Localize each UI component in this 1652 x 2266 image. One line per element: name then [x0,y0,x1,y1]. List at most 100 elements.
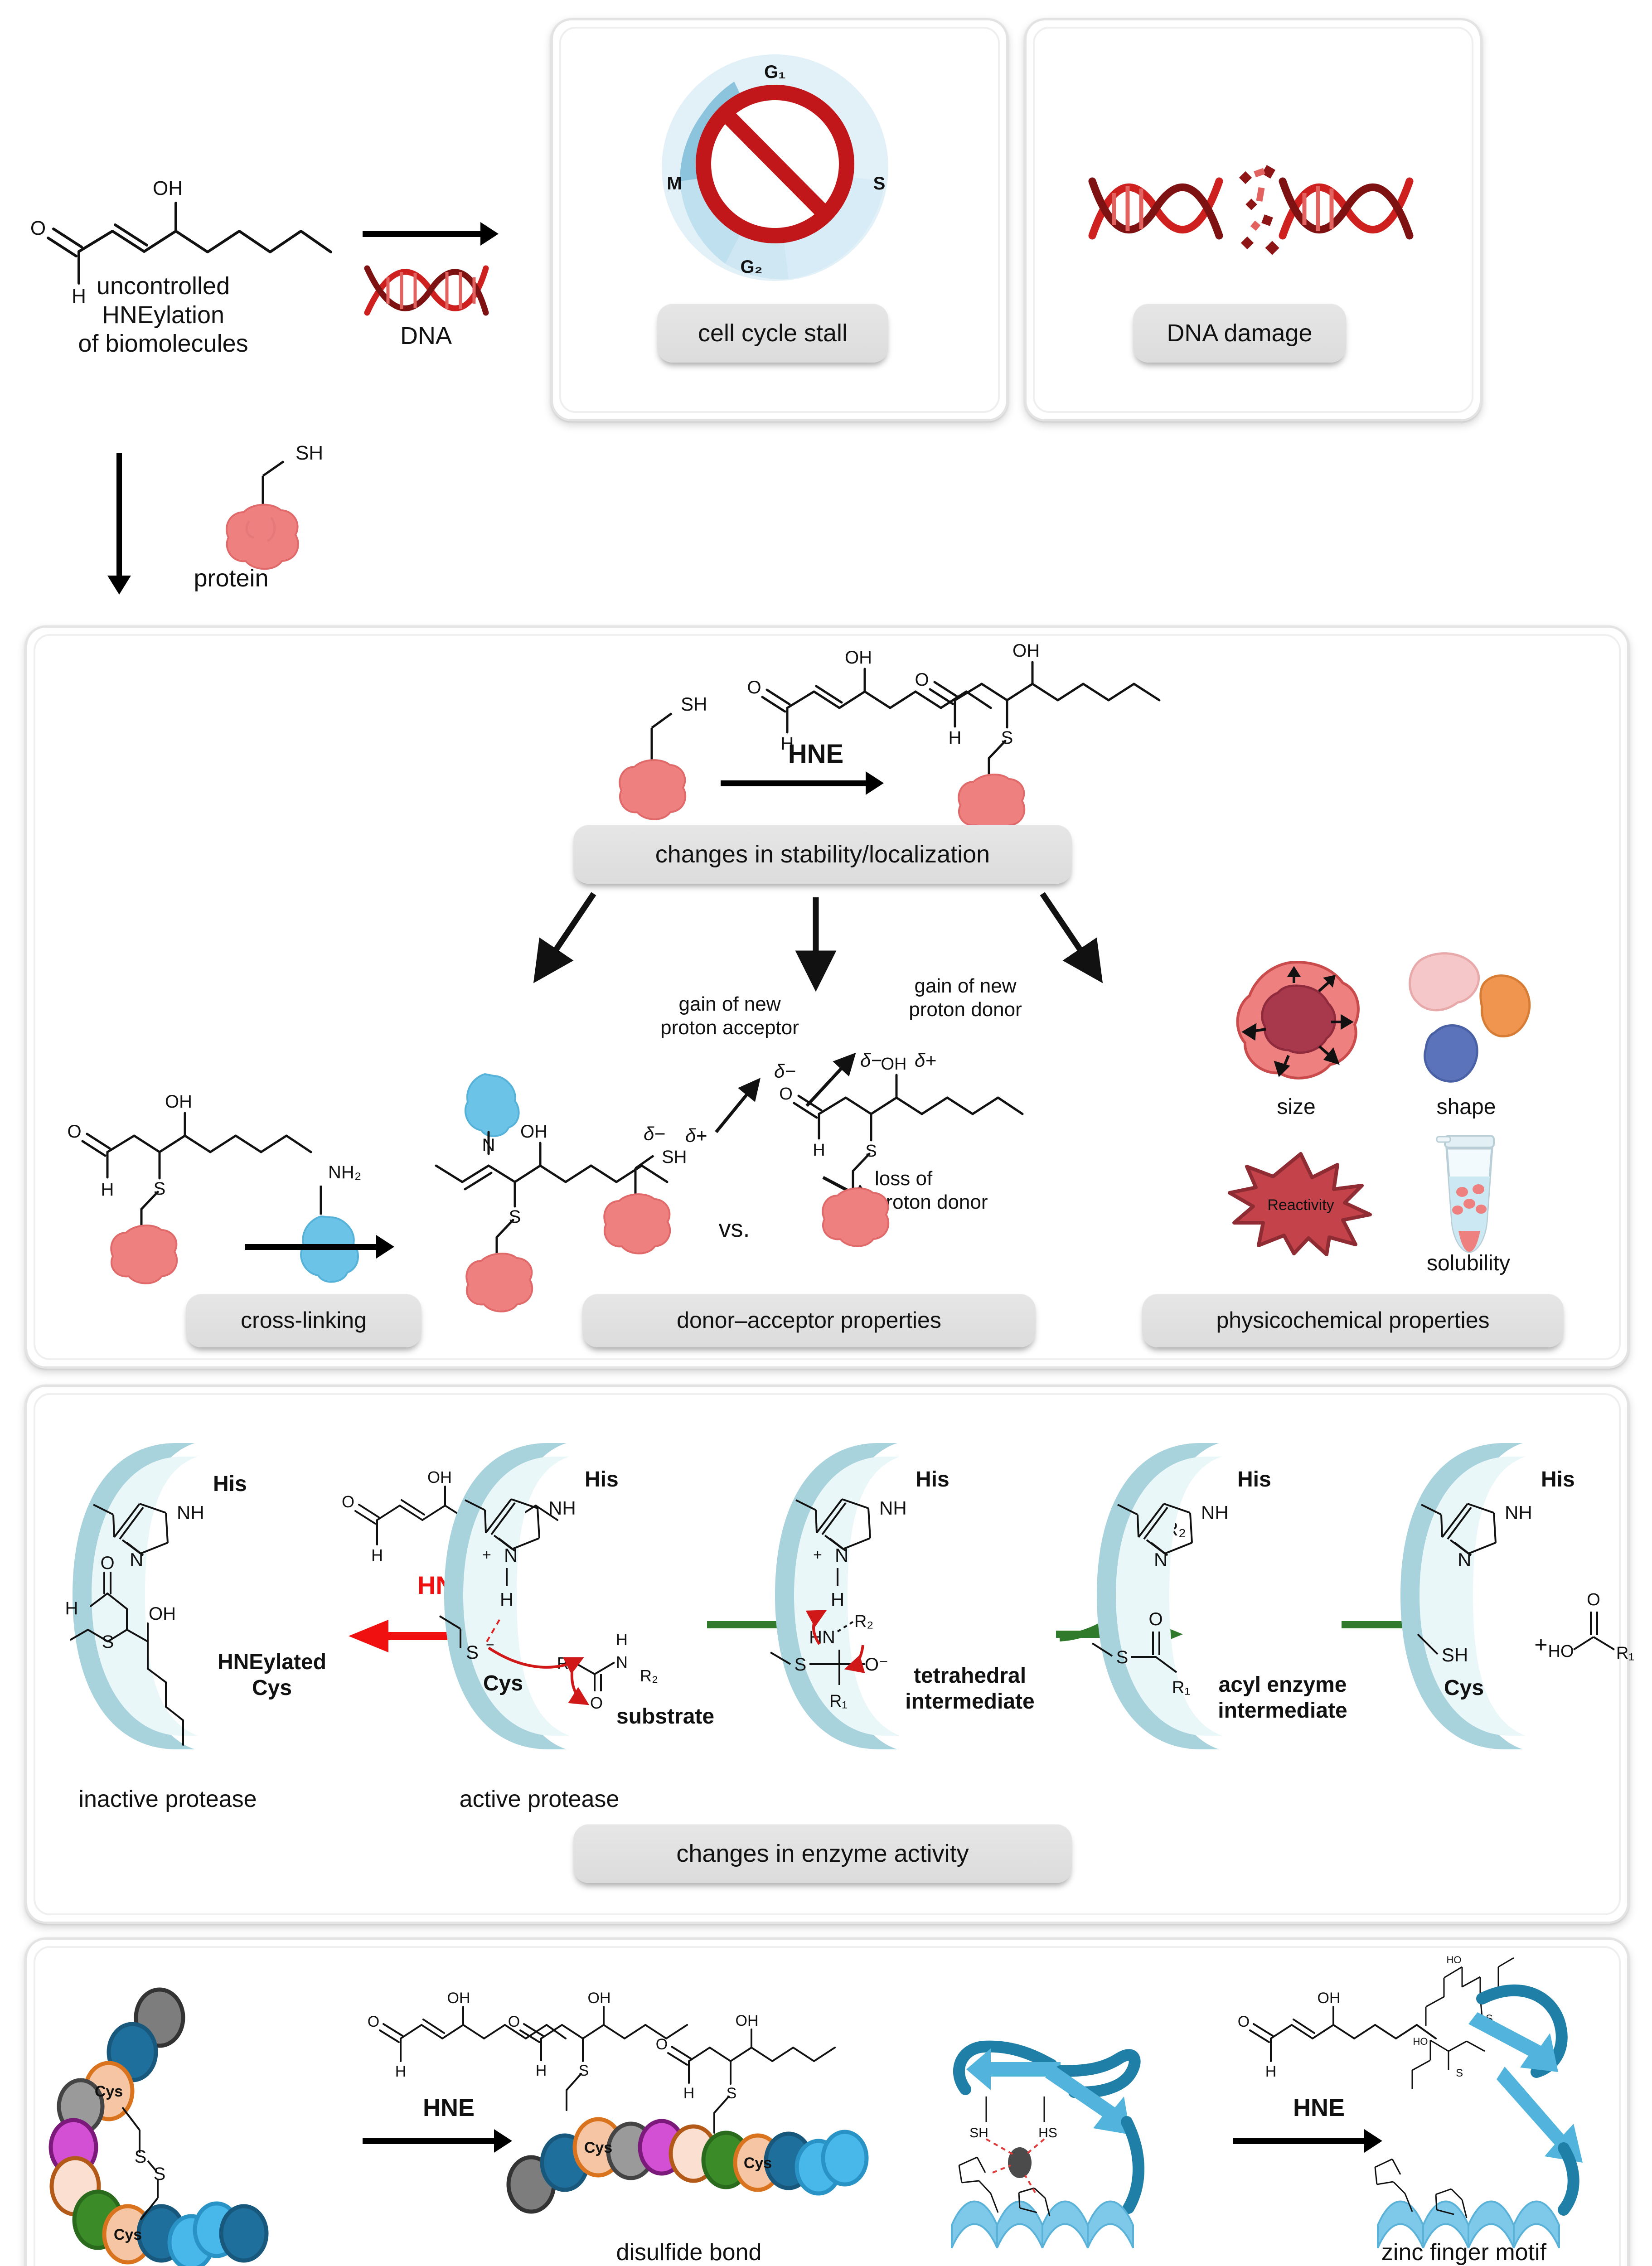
acyl-enzyme-intermediate-label: acyl enzyme intermediate [1187,1672,1378,1724]
donor-acceptor-badge[interactable]: donor–acceptor properties [582,1294,1036,1347]
reactivity-label: Reactivity [1267,1196,1334,1214]
loss-donor-line2: proton donor [875,1191,988,1213]
substrate-n-label: N [616,1653,628,1671]
acid-ho-label: HO [1548,1642,1574,1661]
disulfide-bond-structure: Cys Cys S S [48,1987,269,2266]
zinc-hs-label-2: HS [1038,2126,1057,2140]
gain-donor-line2: proton donor [909,998,1022,1021]
xlink-arrow-shaft [245,1244,381,1250]
disrupted-cys-label-1: Cys [584,2139,612,2156]
acyl-r1-label: R₁ [1172,1678,1190,1697]
inactive-n-label: N [130,1549,143,1570]
free-n-label: N [1458,1549,1471,1570]
active-cys-label: Cys [483,1671,523,1695]
disrupted-s-2: S [727,2085,737,2102]
structure-function-panel [25,1937,1629,2266]
structure-right-hne-label: HNE [1293,2094,1345,2121]
da-o-delta-minus: δ− [774,1060,796,1082]
tetra-r2-label: R₂ [854,1612,873,1631]
struct-left-hne-oh: OH [447,1990,470,2007]
active-protease-step: His NH N + H S − Cys R₁ N H R₂ O [439,1443,658,1749]
dna-helix-icon [364,265,489,316]
tetra-label-line2: intermediate [905,1689,1035,1714]
gain-acceptor-line1: gain of new [678,993,781,1015]
protein-origin-caption: protein [194,565,269,592]
tetra-label-line1: tetrahedral [913,1664,1027,1688]
cross-linking-reactant: OH O H S [67,1092,312,1284]
xlink-h-label: H [101,1180,114,1200]
da-sh-delta-plus: δ+ [685,1125,707,1146]
free-nh-label: NH [1505,1502,1532,1523]
tetrahedral-intermediate-step: His NH N + H HN R₂ S O⁻ R₁ [770,1443,950,1749]
struct-left-hne-h: H [395,2063,407,2080]
cell-cycle-phase-s: S [873,174,886,194]
reaction-arrow-head [866,771,884,795]
da-o-label: O [779,1085,793,1104]
da-s-label: S [865,1142,877,1161]
dna-arrow-head [480,222,499,246]
hne-caption-line2: HNEylation [102,301,225,329]
da-oh-delta-minus: δ− [860,1050,882,1071]
enzyme-activity-badge[interactable]: changes in enzyme activity [573,1824,1072,1883]
carboxylic-acid-product: HO O R₁ [1548,1590,1635,1663]
protein-sh-reactant: SH [619,693,707,820]
reagent-o-label: O [747,678,761,697]
substrate-label: substrate [616,1704,715,1729]
disrupted-s-1: S [579,2062,589,2079]
loss-donor-line1: loss of [875,1167,933,1190]
inactive-protease-caption: inactive protease [78,1786,257,1812]
structure-right-arrow-shaft [1233,2138,1369,2144]
struct-left-hne-o: O [368,2013,379,2030]
struct-right-hne-h: H [1265,2063,1277,2080]
tetra-o-minus-label: O⁻ [865,1655,888,1675]
xlink-n-label: N [482,1135,495,1155]
size-label: size [1277,1095,1316,1119]
hne-o-label: O [30,217,46,239]
structure-right-arrow-head [1364,2129,1382,2153]
physicochemical-badge[interactable]: physicochemical properties [1142,1294,1564,1347]
acyl-n-label: N [1154,1549,1168,1570]
reaction-hne-label: HNE [788,739,844,769]
substrate-o-label: O [590,1694,603,1712]
hne-caption-line1: uncontrolled [96,272,230,300]
xlink-arrow-head [376,1235,394,1259]
hne-molecule-origin: OH O H [30,177,332,307]
disulfide-s-label-1: S [135,2147,147,2167]
acid-r1-label: R₁ [1616,1644,1634,1663]
branch-arrows [533,892,1103,992]
reactivity-starburst-icon: Reactivity [1228,1152,1372,1256]
stability-localization-badge[interactable]: changes in stability/localization [573,825,1072,884]
zinc-disrupted-ho-1: HO [1447,1954,1462,1966]
protein-blob-origin: SH [226,442,323,570]
disrupted-disulfide-line1: disulfide bond [616,2239,762,2266]
dna-damage-badge[interactable]: DNA damage [1133,304,1346,363]
enzyme-hne-h: H [371,1546,383,1564]
reaction-arrow-shaft [721,780,870,786]
tetra-n-label: N [835,1545,848,1566]
cell-cycle-phase-g2: G₂ [741,257,763,277]
active-cys-s-label: S [466,1641,479,1663]
thiol-protein-charged: SH δ− δ+ [603,1123,707,1254]
disrupted-h-1: H [536,2062,547,2079]
hne-molecule-structure-left: OH O H [368,1990,567,2080]
acyl-enzyme-intermediate-step: His NH N S O R₁ [1091,1443,1271,1749]
da-sh-delta-minus: δ− [644,1123,665,1144]
active-n-label: N [504,1545,518,1566]
hneylated-cys-line1: HNEylated [217,1650,327,1674]
hne-oh-label: OH [153,177,183,199]
hne-molecule-structure-right: OH O H [1238,1990,1437,2080]
inactive-nh-label: NH [177,1502,204,1523]
cell-cycle-stall-badge[interactable]: cell cycle stall [657,304,888,363]
hne-h-label: H [72,285,86,307]
zinc-sh-label-1: SH [969,2126,988,2140]
dna-label: DNA [400,322,452,349]
xlink-s-label: S [154,1179,166,1199]
cross-linking-badge[interactable]: cross-linking [186,1294,421,1347]
product-s-label: S [1001,728,1013,748]
inactive-s-label: S [102,1632,114,1652]
da-oh-label: OH [881,1055,907,1074]
cell-cycle-stall-icon: G₁ S G₂ M [662,54,888,281]
disrupted-h-2: H [683,2085,695,2102]
tetra-r1-label: R₁ [829,1692,848,1711]
inactive-oh-label: OH [149,1604,176,1624]
